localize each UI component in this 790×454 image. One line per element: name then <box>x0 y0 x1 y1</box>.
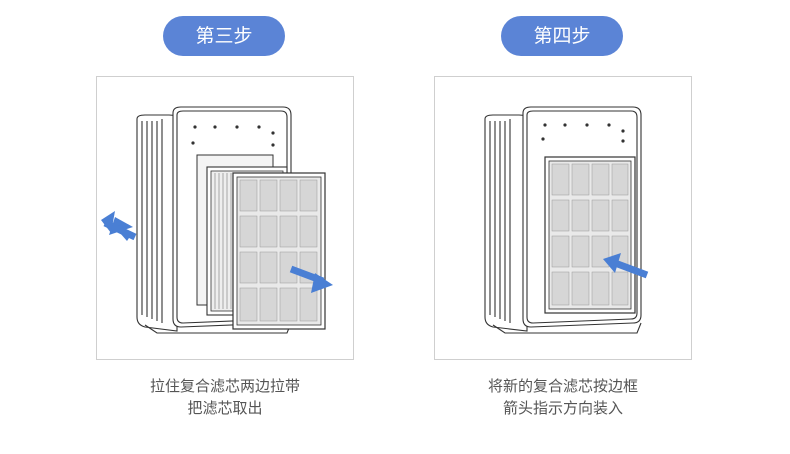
step-three-label: 第三步 <box>163 16 285 56</box>
step-four-label: 第四步 <box>501 16 623 56</box>
purifier-filter-insertion-illustration <box>484 106 649 334</box>
step-four-panel: 第四步 <box>393 0 733 454</box>
purifier-filter-removal-illustration <box>101 106 333 334</box>
step-three-caption: 拉住复合滤芯两边拉带 把滤芯取出 <box>55 375 395 419</box>
step-four-caption-line1: 将新的复合滤芯按边框 <box>487 377 638 395</box>
step-three-caption-line1: 拉住复合滤芯两边拉带 <box>149 377 300 395</box>
step-four-caption-line2: 箭头指示方向装入 <box>502 399 623 417</box>
step-three-panel: 第三步 <box>55 0 395 454</box>
step-three-illustration-frame <box>96 76 354 360</box>
arrow-pull-right-icon <box>289 265 333 293</box>
step-four-illustration-frame <box>434 76 692 360</box>
step-three-caption-line2: 把滤芯取出 <box>187 399 263 417</box>
step-four-caption: 将新的复合滤芯按边框 箭头指示方向装入 <box>393 375 733 419</box>
arrow-insert-icon <box>603 253 649 279</box>
arrow-pull-left-icon <box>101 211 137 241</box>
